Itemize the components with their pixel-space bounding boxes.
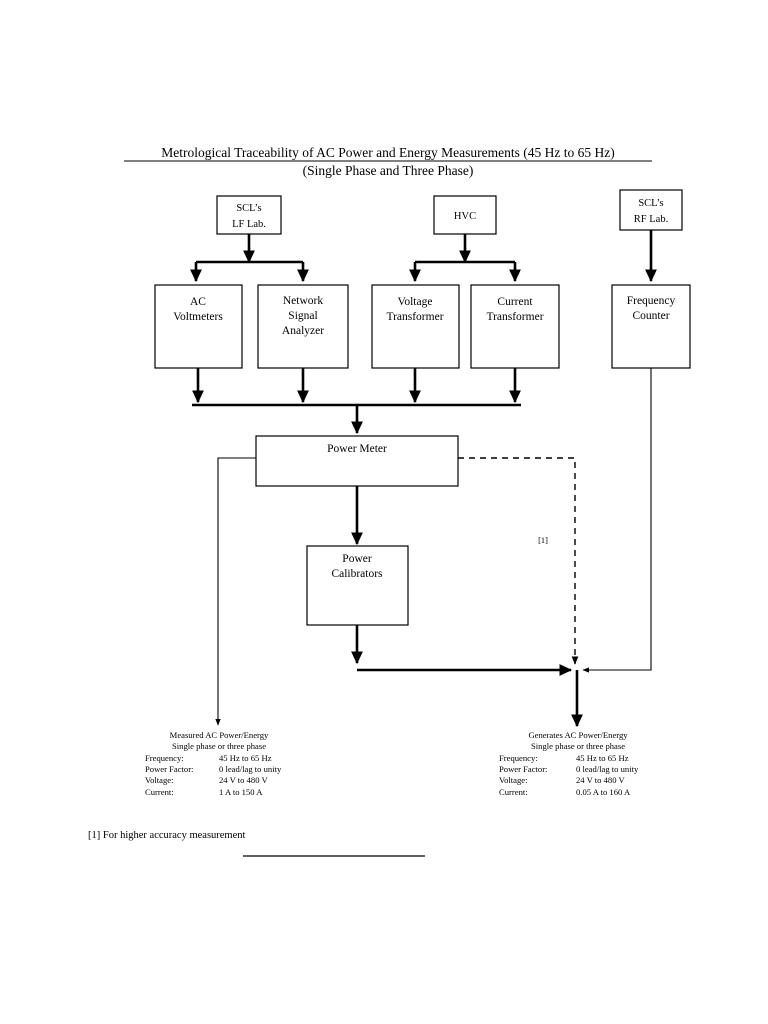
frequency-counter-label-1: Frequency <box>627 295 676 307</box>
current-transformer-label-2: Transformer <box>486 311 543 323</box>
node-frequency-counter[interactable]: Frequency Counter <box>611 284 691 369</box>
voltage-transformer-box[interactable] <box>371 284 460 369</box>
measured-spec-block: Measured AC Power/Energy Single phase or… <box>145 730 282 797</box>
note-marker-label: [1] <box>538 536 548 545</box>
edge-measured-branch <box>215 457 256 726</box>
power-calibrators-label-2: Calibrators <box>331 568 383 580</box>
nsa-label-1: Network <box>283 295 323 307</box>
generated-row-2-value: 24 V to 480 V <box>576 775 626 785</box>
generated-row-1-key: Power Factor: <box>499 764 547 774</box>
current-transformer-label-1: Current <box>497 296 533 308</box>
generated-row-1-value: 0 lead/lag to unity <box>576 764 639 774</box>
voltage-transformer-label-1: Voltage <box>398 296 433 308</box>
generated-heading-2: Single phase or three phase <box>531 741 625 751</box>
edge-dashed-path <box>458 457 579 665</box>
node-network-signal-analyzer[interactable]: Network Signal Analyzer <box>257 284 349 369</box>
node-voltage-transformer[interactable]: Voltage Transformer <box>371 284 460 369</box>
footnote-text: [1] For higher accuracy measurement <box>88 830 246 841</box>
power-calibrators-label-1: Power <box>342 553 372 565</box>
edge-instruments-to-power-meter <box>192 368 521 435</box>
node-ac-voltmeters[interactable]: AC Voltmeters <box>154 284 243 369</box>
ac-voltmeters-box[interactable] <box>154 284 243 369</box>
edge-power-meter-dashed-high-accuracy: [1] <box>458 457 579 665</box>
title-line-1: Metrological Traceability of AC Power an… <box>161 145 614 160</box>
frequency-counter-box[interactable] <box>611 284 691 369</box>
measured-heading-1: Measured AC Power/Energy <box>170 730 269 740</box>
hvc-label: HVC <box>454 211 476 222</box>
node-power-calibrators[interactable]: Power Calibrators <box>306 545 409 626</box>
measured-row-2-value: 24 V to 480 V <box>219 775 269 785</box>
generated-row-0-value: 45 Hz to 65 Hz <box>576 753 629 763</box>
lf-lab-label-1: SCL’s <box>236 203 261 214</box>
measured-row-1-value: 0 lead/lag to unity <box>219 764 282 774</box>
rf-lab-label-1: SCL’s <box>638 198 663 209</box>
nsa-label-2: Signal <box>288 310 317 322</box>
generated-spec-block: Generates AC Power/Energy Single phase o… <box>499 730 639 797</box>
rf-lab-label-2: RF Lab. <box>634 214 668 225</box>
node-rf-lab[interactable]: SCL’s RF Lab. <box>619 189 683 231</box>
generated-row-3-key: Current: <box>499 787 528 797</box>
page-title: Metrological Traceability of AC Power an… <box>124 145 652 178</box>
edge-power-meter-to-measured-output <box>215 457 256 726</box>
edge-fc-path <box>582 368 652 673</box>
title-subtitle: (Single Phase and Three Phase) <box>303 163 474 178</box>
node-lf-lab[interactable]: SCL’s LF Lab. <box>216 195 282 235</box>
frequency-counter-label-2: Counter <box>632 310 669 322</box>
edge-power-calibrators-to-junction <box>351 625 573 676</box>
ac-voltmeters-label-2: Voltmeters <box>173 311 223 323</box>
edge-frequency-counter-to-junction <box>582 368 652 673</box>
footnote-block: [1] For higher accuracy measurement <box>88 830 425 857</box>
generated-row-0-key: Frequency: <box>499 753 538 763</box>
edge-lf-lab-fanout <box>190 234 309 283</box>
measured-row-2-key: Voltage: <box>145 775 173 785</box>
generated-row-2-key: Voltage: <box>499 775 527 785</box>
node-hvc[interactable]: HVC <box>433 195 497 235</box>
edge-hvc-fanout <box>409 234 521 283</box>
power-meter-box[interactable] <box>255 435 459 487</box>
lf-lab-label-2: LF Lab. <box>232 219 266 230</box>
network-signal-analyzer-box[interactable] <box>257 284 349 369</box>
measured-row-1-key: Power Factor: <box>145 764 193 774</box>
measured-row-3-key: Current: <box>145 787 174 797</box>
node-current-transformer[interactable]: Current Transformer <box>470 284 560 369</box>
voltage-transformer-label-2: Transformer <box>386 311 443 323</box>
measured-row-0-key: Frequency: <box>145 753 184 763</box>
nsa-label-3: Analyzer <box>282 325 324 337</box>
current-transformer-box[interactable] <box>470 284 560 369</box>
power-meter-label: Power Meter <box>327 443 387 455</box>
measured-row-0-value: 45 Hz to 65 Hz <box>219 753 272 763</box>
measured-heading-2: Single phase or three phase <box>172 741 266 751</box>
hvc-box[interactable] <box>433 195 497 235</box>
measured-row-3-value: 1 A to 150 A <box>219 787 263 797</box>
ac-voltmeters-label-1: AC <box>190 296 206 308</box>
generated-heading-1: Generates AC Power/Energy <box>528 730 628 740</box>
generated-row-3-value: 0.05 A to 160 A <box>576 787 631 797</box>
node-power-meter[interactable]: Power Meter <box>255 435 459 487</box>
